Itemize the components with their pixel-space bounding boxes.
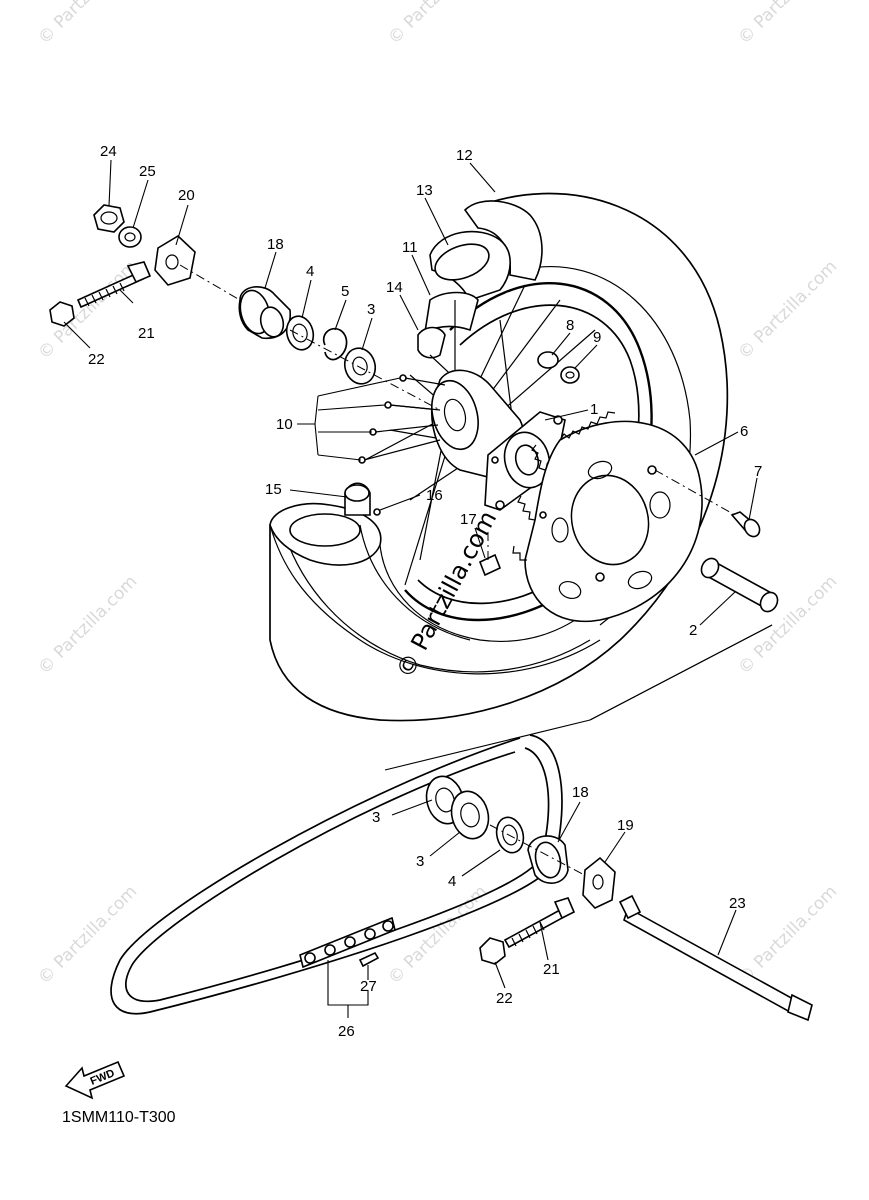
callout-5: 5	[341, 283, 349, 300]
lower-bracket	[384, 624, 773, 771]
callout-15: 15	[265, 481, 282, 498]
hub-flange-left	[431, 379, 479, 451]
callout-26: 26	[338, 1023, 355, 1040]
bearing-seal-8	[537, 351, 559, 369]
bearing-3-upper	[343, 347, 377, 385]
axle-nut-24	[93, 204, 125, 233]
callout-21: 21	[138, 325, 155, 342]
callout-27: 27	[360, 978, 377, 995]
rim-edge	[359, 524, 471, 641]
washer-25	[118, 226, 142, 248]
lower-assembly	[110, 624, 813, 1022]
watermark: © Partzilla.com	[34, 572, 141, 679]
watermark: © Partzilla.com	[734, 0, 841, 49]
callout-14: 14	[386, 279, 403, 296]
callout-24: 24	[100, 143, 117, 160]
callout-17: 17	[460, 511, 477, 528]
callout-23: 23	[729, 895, 746, 912]
callout-9: 9	[593, 329, 601, 346]
sprocket-center	[570, 474, 650, 566]
callout-3-lower-a: 3	[372, 809, 380, 826]
callout-2: 2	[689, 622, 697, 639]
rim-band	[423, 291, 479, 334]
tube-opening	[434, 243, 490, 281]
callout-16: 16	[426, 487, 443, 504]
oil-seal-4	[285, 315, 315, 351]
watermark: © Partzilla.com	[734, 882, 841, 989]
callout-12: 12	[456, 147, 473, 164]
callout-10: 10	[276, 416, 293, 433]
callout-6: 6	[740, 423, 748, 440]
leader-lines	[63, 159, 758, 1018]
callout-3: 3	[367, 301, 375, 318]
upper-hardware	[49, 204, 441, 411]
callout-22-lower: 22	[496, 990, 513, 1007]
fwd-arrow-icon: FWD	[64, 1060, 126, 1100]
chain-joint	[299, 916, 396, 969]
spoke-set-10	[358, 374, 446, 464]
chain-puller-19	[582, 856, 616, 909]
bearing-3-lower-b	[450, 790, 490, 840]
chain-puller-20	[154, 235, 196, 286]
callout-11: 11	[402, 239, 418, 256]
callout-18-lower: 18	[572, 784, 589, 801]
chain-clip-27	[358, 951, 380, 968]
callout-25: 25	[139, 163, 156, 180]
oil-seal-4-lower	[495, 816, 525, 854]
center-watermark: © Partzilla.com	[391, 506, 503, 683]
watermark: © Partzilla.com	[384, 882, 491, 989]
callout-7: 7	[754, 463, 762, 480]
circlip-5	[322, 327, 348, 361]
callout-19: 19	[617, 817, 634, 834]
tube-section-bottom	[289, 513, 361, 547]
tire-bead	[284, 534, 591, 673]
diagram-code: 1SMM110-T300	[62, 1109, 176, 1126]
watermark: © Partzilla.com	[384, 0, 491, 49]
drive-chain	[110, 734, 563, 1015]
callout-8: 8	[566, 317, 574, 334]
callout-4: 4	[306, 263, 314, 280]
callout-labels: 24 25 20 18 4 5 3 14 11 13 12 8 9 1 10 6…	[88, 143, 762, 1040]
callout-13: 13	[416, 182, 433, 199]
callout-20: 20	[178, 187, 195, 204]
wheel-assembly	[269, 192, 779, 722]
callout-21-lower: 21	[543, 961, 560, 978]
locknut-22-lower	[479, 937, 506, 965]
callout-4-lower: 4	[448, 873, 456, 890]
tire-outline	[269, 192, 729, 722]
locknut-22	[49, 301, 75, 327]
callout-22: 22	[88, 351, 105, 368]
tire-lower-edge	[269, 524, 601, 675]
callout-18: 18	[267, 236, 284, 253]
watermark: © Partzilla.com	[34, 882, 141, 989]
washer-9	[560, 366, 580, 384]
rim-lock-nut	[478, 553, 502, 577]
callout-1: 1	[590, 401, 598, 418]
valve-stem	[417, 326, 446, 359]
watermark: © Partzilla.com	[734, 257, 841, 364]
callout-3-lower-b: 3	[416, 853, 424, 870]
sprocket-teeth	[512, 411, 616, 561]
watermark: © Partzilla.com	[34, 0, 141, 49]
